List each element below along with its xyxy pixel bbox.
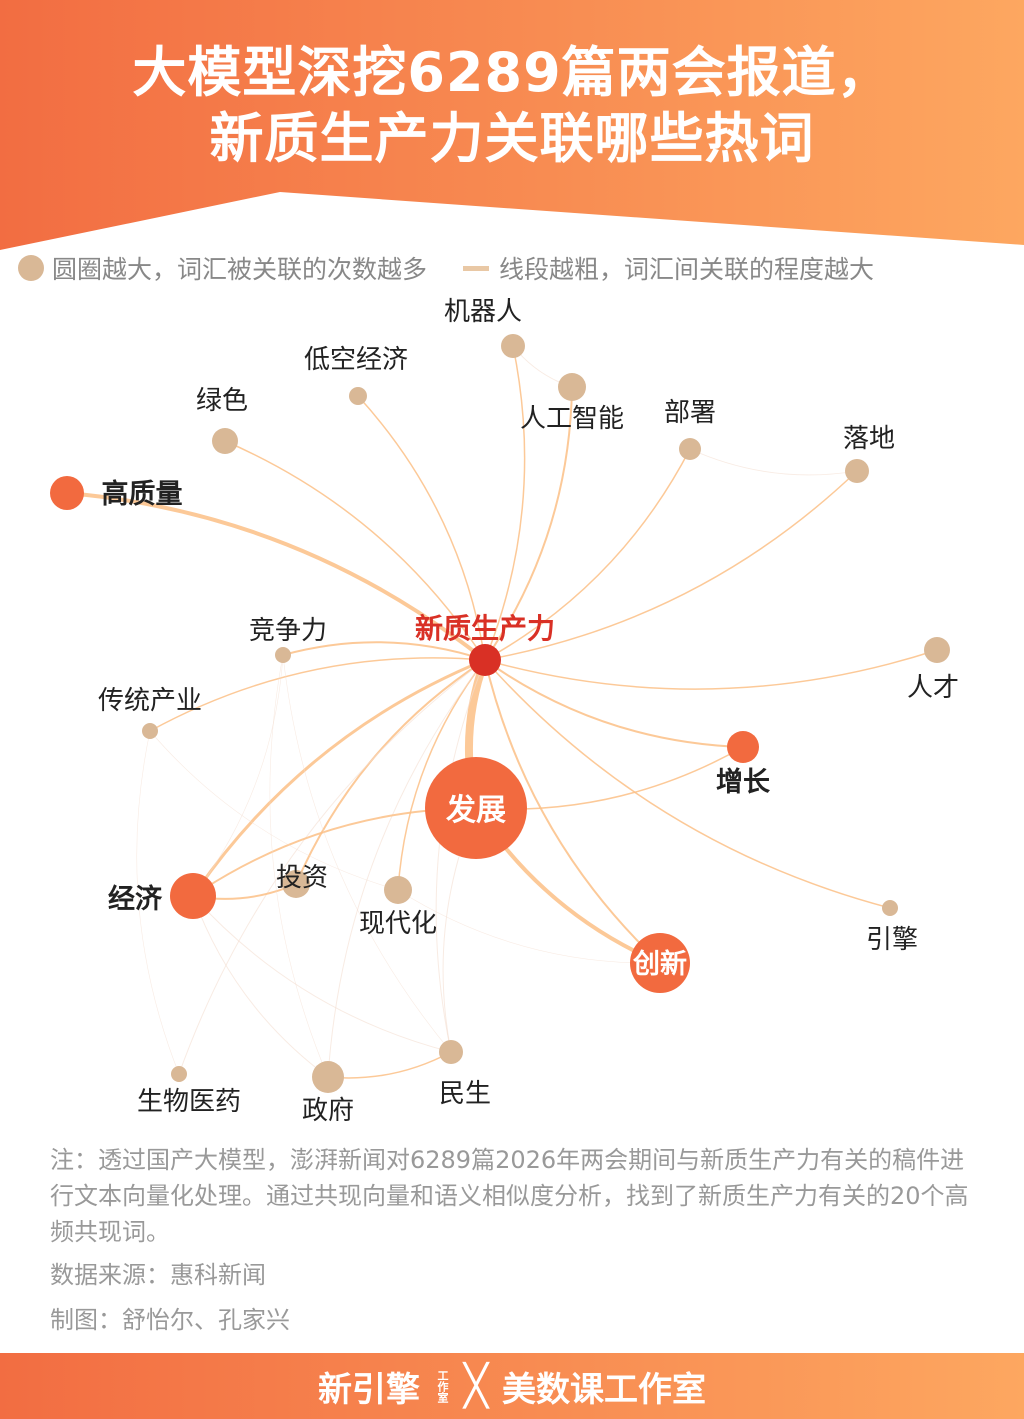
author-text: 制图：舒怡尔、孔家兴 (50, 1306, 290, 1334)
edge-竞争力-民生 (282, 654, 452, 1053)
node-label: 传统产业 (98, 686, 202, 716)
node-民生 (439, 1040, 463, 1064)
node-label: 生物医药 (137, 1087, 241, 1117)
node-增长 (727, 731, 759, 763)
edge-传统产业-现代化 (149, 730, 399, 891)
edge-传统产业-生物医药 (136, 730, 180, 1075)
node-label: 引擎 (866, 925, 918, 955)
node-经济 (170, 873, 216, 919)
node-部署 (679, 438, 701, 460)
edge-新质生产力-高质量 (66, 491, 487, 662)
legend: 圆圈越大，词汇被关联的次数越多 线段越粗，词汇间关联的程度越大 (18, 250, 874, 286)
edge-新质生产力-人才 (484, 649, 938, 690)
node-label: 增长 (716, 766, 771, 798)
edge-新质生产力-绿色 (224, 440, 486, 661)
node-label: 政府 (302, 1096, 354, 1126)
node-传统产业 (142, 723, 158, 739)
edge-新质生产力-民生 (435, 659, 486, 1053)
node-label: 人才 (907, 673, 959, 703)
node-现代化 (384, 876, 412, 904)
node-label: 经济 (108, 883, 163, 915)
node-label: 绿色 (196, 386, 248, 416)
header-cut-shape (0, 192, 1024, 260)
node-label: 部署 (664, 398, 716, 428)
edge-新质生产力-低空经济 (357, 395, 486, 661)
note-text: 注：透过国产大模型，澎湃新闻对6289篇2026年两会期间与新质生产力有关的稿件… (50, 1146, 969, 1246)
node-低空经济 (349, 387, 367, 405)
title-line-1: 大模型深挖6289篇两会报道， (132, 41, 892, 104)
edge-竞争力-政府 (269, 654, 329, 1078)
edge-新质生产力-落地 (484, 470, 858, 661)
node-label: 发展 (445, 793, 506, 828)
edge-部署-落地 (689, 448, 858, 476)
node-引擎 (882, 900, 898, 916)
node-竞争力 (275, 647, 291, 663)
edge-新质生产力-竞争力 (282, 641, 486, 661)
edge-现代化-创新 (397, 889, 661, 964)
footer-banner: 新引擎 工作室 ╳ 美数课工作室 (0, 1353, 1024, 1419)
edge-政府-民生 (327, 1051, 452, 1079)
brand-2: 美数课工作室 (502, 1369, 707, 1410)
node-绿色 (212, 428, 238, 454)
edge-新质生产力-增长 (484, 659, 744, 748)
node-label: 人工智能 (520, 404, 624, 434)
node-人才 (924, 637, 950, 663)
legend-line-text: 线段越粗，词汇间关联的程度越大 (499, 255, 875, 284)
node-生物医药 (171, 1066, 187, 1082)
edge-经济-竞争力 (192, 654, 284, 897)
edge-新质生产力-经济 (191, 658, 486, 897)
node-政府 (312, 1061, 344, 1093)
node-创新 (630, 933, 690, 993)
cross-icon: ╳ (463, 1363, 489, 1409)
node-高质量 (50, 476, 84, 510)
node-投资 (282, 870, 310, 898)
edge-新质生产力-政府 (327, 659, 486, 1078)
node-人工智能 (558, 373, 586, 401)
node-发展 (425, 757, 527, 859)
edge-新质生产力-人工智能 (484, 386, 573, 661)
node-label: 高质量 (102, 478, 183, 510)
node-label: 现代化 (359, 909, 437, 939)
node-label: 创新 (632, 948, 687, 980)
circle-legend-icon (18, 255, 44, 281)
line-legend-icon (463, 265, 490, 271)
edge-新质生产力-生物医药 (178, 659, 486, 1075)
edge-新质生产力-引擎 (484, 659, 891, 909)
edge-经济-民生 (192, 895, 452, 1053)
edge-新质生产力-传统产业 (149, 657, 486, 732)
node-label: 新质生产力 (415, 612, 555, 645)
title-line-2: 新质生产力关联哪些热词 (209, 107, 815, 170)
node-label: 投资 (276, 863, 328, 893)
edge-经济-政府 (192, 895, 329, 1078)
node-label: 机器人 (444, 297, 522, 327)
legend-circle-text: 圆圈越大，词汇被关联的次数越多 (52, 255, 428, 284)
node-label: 竞争力 (249, 616, 327, 646)
node-label: 民生 (439, 1079, 491, 1109)
source-text: 数据来源：惠科新闻 (50, 1261, 266, 1289)
node-新质生产力 (469, 644, 501, 676)
node-label: 低空经济 (304, 345, 408, 375)
edge-新质生产力-机器人 (484, 345, 526, 661)
edge-新质生产力-创新 (484, 659, 661, 964)
node-机器人 (501, 334, 525, 358)
edge-新质生产力-部署 (484, 448, 691, 661)
node-label: 落地 (843, 424, 895, 454)
node-落地 (845, 459, 869, 483)
brand-1: 新引擎 (317, 1369, 420, 1410)
header-banner (0, 0, 1024, 250)
brand-1-sub: 工作室 (435, 1369, 449, 1403)
